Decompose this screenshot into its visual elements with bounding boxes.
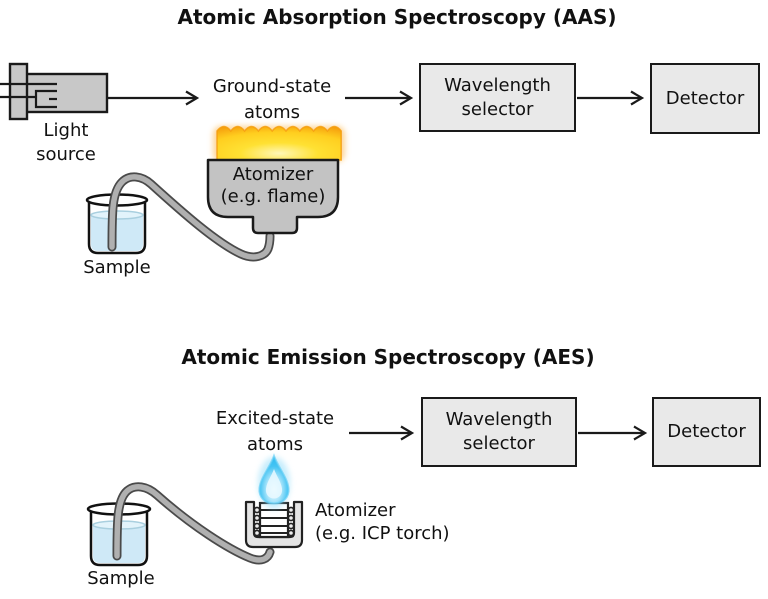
ground-state-line1: Ground-state bbox=[212, 76, 332, 97]
detector-aes-label: Detector bbox=[667, 421, 746, 442]
wavelength-selector-aas-line1: Wavelength bbox=[444, 74, 551, 96]
sample-beaker-icon-aes bbox=[86, 502, 152, 567]
light-source-label: Light source bbox=[16, 119, 116, 167]
icp-torch-icon bbox=[244, 500, 304, 549]
light-source-label-line1: Light bbox=[43, 120, 89, 141]
atomizer-icp-line2: (e.g. ICP torch) bbox=[315, 523, 450, 544]
aes-title: Atomic Emission Spectroscopy (AES) bbox=[181, 345, 595, 369]
sample-label-aes: Sample bbox=[87, 568, 155, 589]
atomizer-icp-label: Atomizer (e.g. ICP torch) bbox=[315, 499, 495, 545]
excited-state-atoms-label: Excited-state atoms bbox=[200, 406, 350, 458]
flame-icon bbox=[213, 125, 345, 162]
light-source-lamp-icon bbox=[0, 62, 109, 121]
wavelength-selector-aas-line2: selector bbox=[461, 98, 534, 120]
atomizer-flame-line1: Atomizer bbox=[232, 164, 314, 185]
atomizer-flame-line2: (e.g. flame) bbox=[220, 186, 326, 207]
detector-box-aas: Detector bbox=[650, 63, 760, 134]
excited-state-line2: atoms bbox=[246, 434, 303, 455]
detector-aas-label: Detector bbox=[665, 87, 745, 109]
ground-state-atoms-label: Ground-state atoms bbox=[197, 74, 347, 126]
atomizer-icp-line1: Atomizer bbox=[315, 500, 396, 521]
aas-title: Atomic Absorption Spectroscopy (AAS) bbox=[177, 5, 617, 29]
wavelength-selector-aes-line2: selector bbox=[463, 433, 535, 454]
sample-tube-aas bbox=[107, 172, 275, 262]
atomizer-shape-aas bbox=[206, 158, 340, 235]
light-source-label-line2: source bbox=[36, 144, 96, 165]
detector-box-aes: Detector bbox=[652, 397, 761, 467]
ground-state-line2: atoms bbox=[243, 102, 300, 123]
wavelength-selector-box-aas: Wavelength selector bbox=[419, 63, 576, 132]
wavelength-selector-box-aes: Wavelength selector bbox=[421, 397, 577, 467]
sample-label-aas: Sample bbox=[83, 257, 151, 278]
sample-tube-aes bbox=[112, 482, 275, 565]
atomizer-flame-label: Atomizer (e.g. flame) bbox=[203, 164, 343, 208]
plasma-flame-icon bbox=[258, 453, 290, 509]
induction-coil-icon bbox=[253, 506, 295, 537]
wavelength-selector-aes-line1: Wavelength bbox=[445, 409, 553, 430]
excited-state-line1: Excited-state bbox=[215, 408, 335, 429]
